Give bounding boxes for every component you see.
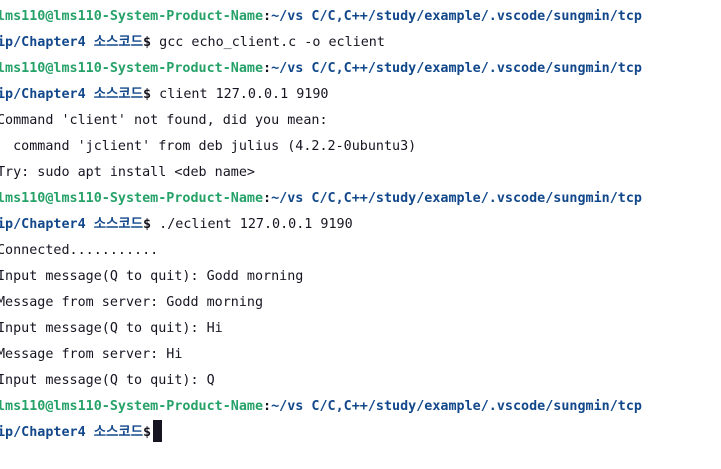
prompt-path: ~/vs C/C,C++/study/example/.vscode/sungm… xyxy=(271,9,642,24)
prompt-path-continued: ip/Chapter4 소스코드 xyxy=(0,425,144,440)
prompt-command-line: ip/Chapter4 소스코드$ gcc echo_client.c -o e… xyxy=(0,30,385,56)
prompt-user-host: lms110@lms110-System-Product-Name xyxy=(0,9,264,24)
output-line: Connected........... xyxy=(0,243,159,258)
prompt-dollar: $ xyxy=(143,425,152,440)
output-line: Message from server: Godd morning xyxy=(0,295,264,310)
prompt-path-continued: ip/Chapter4 소스코드 xyxy=(0,35,144,50)
output-line: Input message(Q to quit): Q xyxy=(0,373,215,388)
prompt-host-line: lms110@lms110-System-Product-Name:~/vs C… xyxy=(0,56,642,82)
output-line: Input message(Q to quit): Godd morning xyxy=(0,269,304,284)
prompt-host-line: lms110@lms110-System-Product-Name:~/vs C… xyxy=(0,4,642,30)
prompt-command-line: ip/Chapter4 소스코드$ ./eclient 127.0.0.1 91… xyxy=(0,212,353,238)
output-line: Message from server: Hi xyxy=(0,347,183,362)
command-text: client 127.0.0.1 9190 xyxy=(151,87,329,102)
prompt-path-continued: ip/Chapter4 소스코드 xyxy=(0,217,144,232)
prompt-dollar: $ xyxy=(143,217,152,232)
prompt-separator: : xyxy=(263,9,272,24)
output-line: Input message(Q to quit): Hi xyxy=(0,321,223,336)
prompt-host-line: lms110@lms110-System-Product-Name:~/vs C… xyxy=(0,394,642,420)
prompt-path: ~/vs C/C,C++/study/example/.vscode/sungm… xyxy=(271,191,642,206)
command-text: ./eclient 127.0.0.1 9190 xyxy=(151,217,353,232)
output-line: command 'jclient' from deb julius (4.2.2… xyxy=(0,139,417,154)
prompt-command-line: ip/Chapter4 소스코드$ client 127.0.0.1 9190 xyxy=(0,82,328,108)
prompt-path: ~/vs C/C,C++/study/example/.vscode/sungm… xyxy=(271,61,642,76)
command-text: gcc echo_client.c -o eclient xyxy=(151,35,385,50)
prompt-user-host: lms110@lms110-System-Product-Name xyxy=(0,191,264,206)
prompt-separator: : xyxy=(263,61,272,76)
prompt-user-host: lms110@lms110-System-Product-Name xyxy=(0,399,264,414)
text-cursor xyxy=(153,420,163,442)
output-line: Try: sudo apt install <deb name> xyxy=(0,165,255,180)
prompt-path: ~/vs C/C,C++/study/example/.vscode/sungm… xyxy=(271,399,642,414)
prompt-path-continued: ip/Chapter4 소스코드 xyxy=(0,87,144,102)
prompt-separator: : xyxy=(263,191,272,206)
prompt-dollar: $ xyxy=(143,87,152,102)
prompt-user-host: lms110@lms110-System-Product-Name xyxy=(0,61,264,76)
prompt-host-line: lms110@lms110-System-Product-Name:~/vs C… xyxy=(0,186,642,212)
prompt-command-line-active[interactable]: ip/Chapter4 소스코드$ xyxy=(0,420,163,446)
output-line: Command 'client' not found, did you mean… xyxy=(0,113,328,128)
prompt-separator: : xyxy=(263,399,272,414)
prompt-dollar: $ xyxy=(143,35,152,50)
